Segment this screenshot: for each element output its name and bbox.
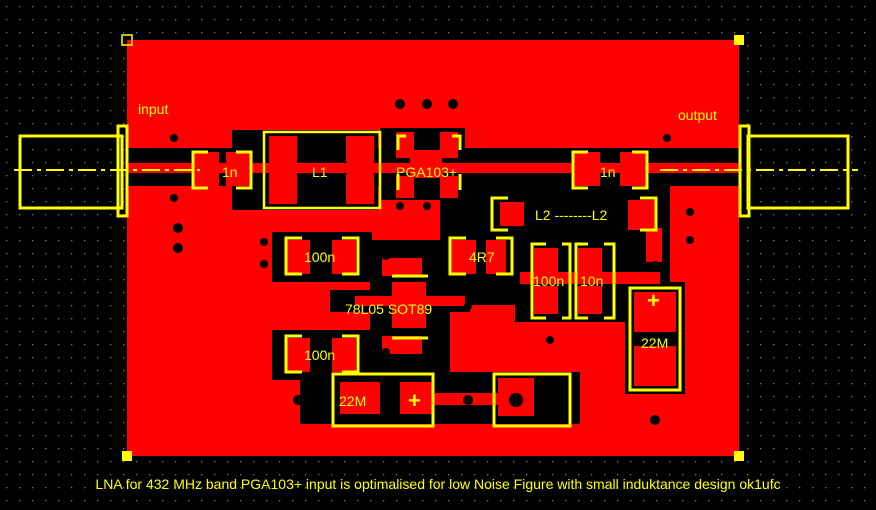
c-in-label: 1n — [222, 164, 238, 180]
plus-bottom-label: + — [408, 388, 421, 413]
pga-label: PGA103+ — [396, 164, 457, 180]
c100n-bottom-label: 100n — [304, 347, 335, 363]
l1-label: L1 — [312, 164, 328, 180]
vias — [170, 99, 694, 425]
output-label: output — [678, 107, 717, 123]
l2-label: L2 --------L2 — [535, 207, 608, 223]
reg-label: 78L05 SOT89 — [345, 301, 432, 317]
c22m-right-label: 22M — [641, 335, 668, 351]
caption: LNA for 432 MHz band PGA103+ input is op… — [95, 476, 781, 492]
c100n-mid-label: 100n — [533, 273, 564, 289]
plus-right-label: + — [647, 288, 660, 313]
c100n-top-label: 100n — [304, 249, 335, 265]
c-out-label: 1n — [600, 164, 616, 180]
input-label: input — [138, 101, 168, 117]
silkscreen — [14, 34, 858, 461]
copper-pads — [127, 132, 739, 416]
c22m-bottom-label: 22M — [339, 393, 366, 409]
r4r7-label: 4R7 — [469, 249, 495, 265]
c10n-label: 10n — [580, 273, 603, 289]
